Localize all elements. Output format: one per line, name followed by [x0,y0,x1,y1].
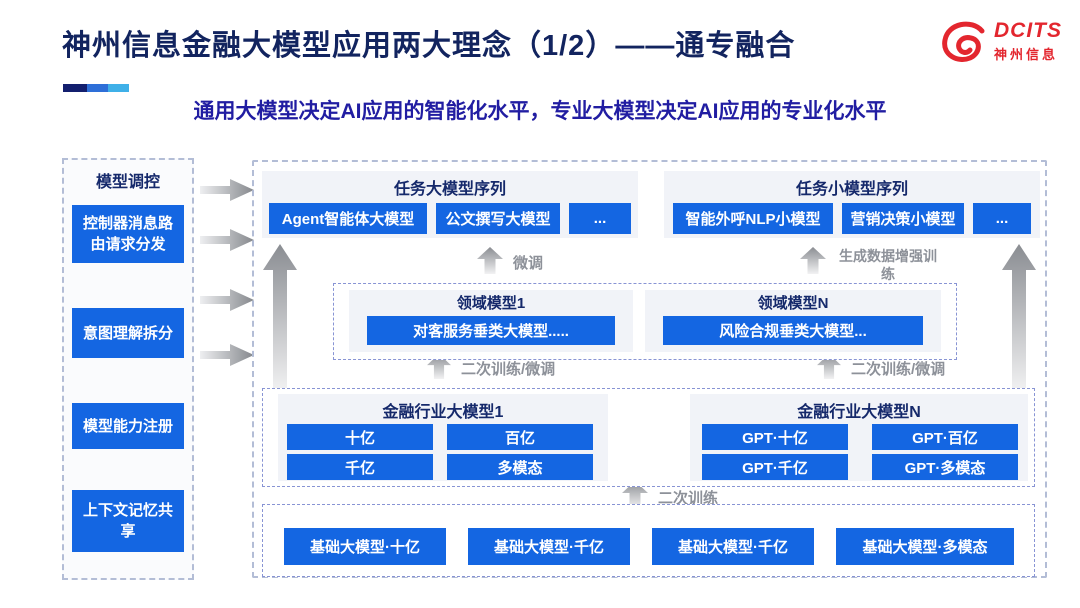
group-title: 领域模型1 [456,295,526,312]
model-box-marketing: 营销决策小模型 [842,203,964,234]
model-control-panel: 模型调控 控制器消息路由请求分发 意图理解拆分 模型能力注册 上下文记忆共享 [62,158,194,580]
slide-subtitle: 通用大模型决定AI应用的智能化水平，专业大模型决定AI应用的专业化水平 [193,100,887,123]
up-arrow-icon [427,354,451,379]
industry-model-1-group: 金融行业大模型1 十亿 百亿 千亿 多模态 [278,394,608,481]
group-title: 金融行业大模型1 [382,404,504,421]
base-model-multimodal: 基础大模型·多模态 [836,528,1014,565]
right-arrow-icon [200,289,254,311]
dcits-logo: DCITS 神州信息 [938,20,1062,63]
group-title: 领域模型N [757,295,829,312]
model-box-10b: 百亿 [447,424,593,450]
base-model-1b: 基础大模型·十亿 [284,528,446,565]
group-title: 任务小模型序列 [795,181,908,198]
logo-text: DCITS 神州信息 [994,20,1062,63]
logo-chinese-name: 神州信息 [994,47,1059,62]
swirl-logo-icon [942,21,985,62]
industry-model-n-group: 金融行业大模型N GPT·十亿 GPT·百亿 GPT·千亿 GPT·多模态 [690,394,1028,481]
model-box-agent: Agent智能体大模型 [269,203,427,234]
sidebar-item-context: 上下文记忆共享 [72,490,184,552]
right-arrow-icon [200,229,254,251]
model-box-customer-service: 对客服务垂类大模型..... [367,316,615,345]
model-box-outbound-nlp: 智能外呼NLP小模型 [673,203,833,234]
domain-model-1-group: 领域模型1 对客服务垂类大模型..... [349,290,633,352]
base-model-100b: 基础大模型·千亿 [468,528,630,565]
up-arrow-icon [263,244,297,392]
model-box-ellipsis: ... [973,203,1031,234]
model-box-gpt-10b: GPT·百亿 [872,424,1018,450]
sidebar-title: 模型调控 [95,174,160,191]
secondary-training-label: 二次训练 [658,490,719,507]
base-model-100b: 基础大模型·千亿 [652,528,814,565]
group-title: 任务大模型序列 [393,181,506,198]
up-arrow-icon [1002,244,1036,392]
page-title: 神州信息金融大模型应用两大理念（1/2）——通专融合 [62,30,796,62]
sidebar-item-register: 模型能力注册 [72,403,184,449]
diagram-outer-container [252,160,1047,578]
model-box-gpt-multimodal: GPT·多模态 [872,454,1018,480]
right-arrow-icon [200,344,254,366]
secondary-finetune-label: 二次训练/微调 [851,361,946,378]
model-box-ellipsis: ... [569,203,631,234]
task-large-model-group: 任务大模型序列 Agent智能体大模型 公文撰写大模型 ... [262,171,638,238]
model-box-100b: 千亿 [287,454,433,480]
sidebar-item-router: 控制器消息路由请求分发 [72,205,184,263]
model-box-1b: 十亿 [287,424,433,450]
task-small-model-group: 任务小模型序列 智能外呼NLP小模型 营销决策小模型 ... [664,171,1040,238]
secondary-finetune-label: 二次训练/微调 [461,361,556,378]
model-box-gpt-100b: GPT·千亿 [702,454,848,480]
model-box-gpt-1b: GPT·十亿 [702,424,848,450]
model-box-multimodal: 多模态 [447,454,593,480]
model-box-document-writing: 公文撰写大模型 [436,203,560,234]
domain-model-n-group: 领域模型N 风险合规垂类大模型... [645,290,941,352]
up-arrow-icon [800,247,826,274]
finetune-label: 微调 [513,255,544,272]
title-accent-bar [63,84,129,92]
up-arrow-icon [477,247,503,274]
logo-wordmark: DCITS [994,19,1062,42]
gen-data-training-label: 生成数据增强训练 [839,248,937,282]
group-title: 金融行业大模型N [797,404,921,421]
up-arrow-icon [622,481,648,508]
sidebar-item-intent: 意图理解拆分 [72,308,184,358]
right-arrow-icon [200,179,254,201]
up-arrow-icon [817,354,841,379]
model-box-risk-compliance: 风险合规垂类大模型... [663,316,923,345]
